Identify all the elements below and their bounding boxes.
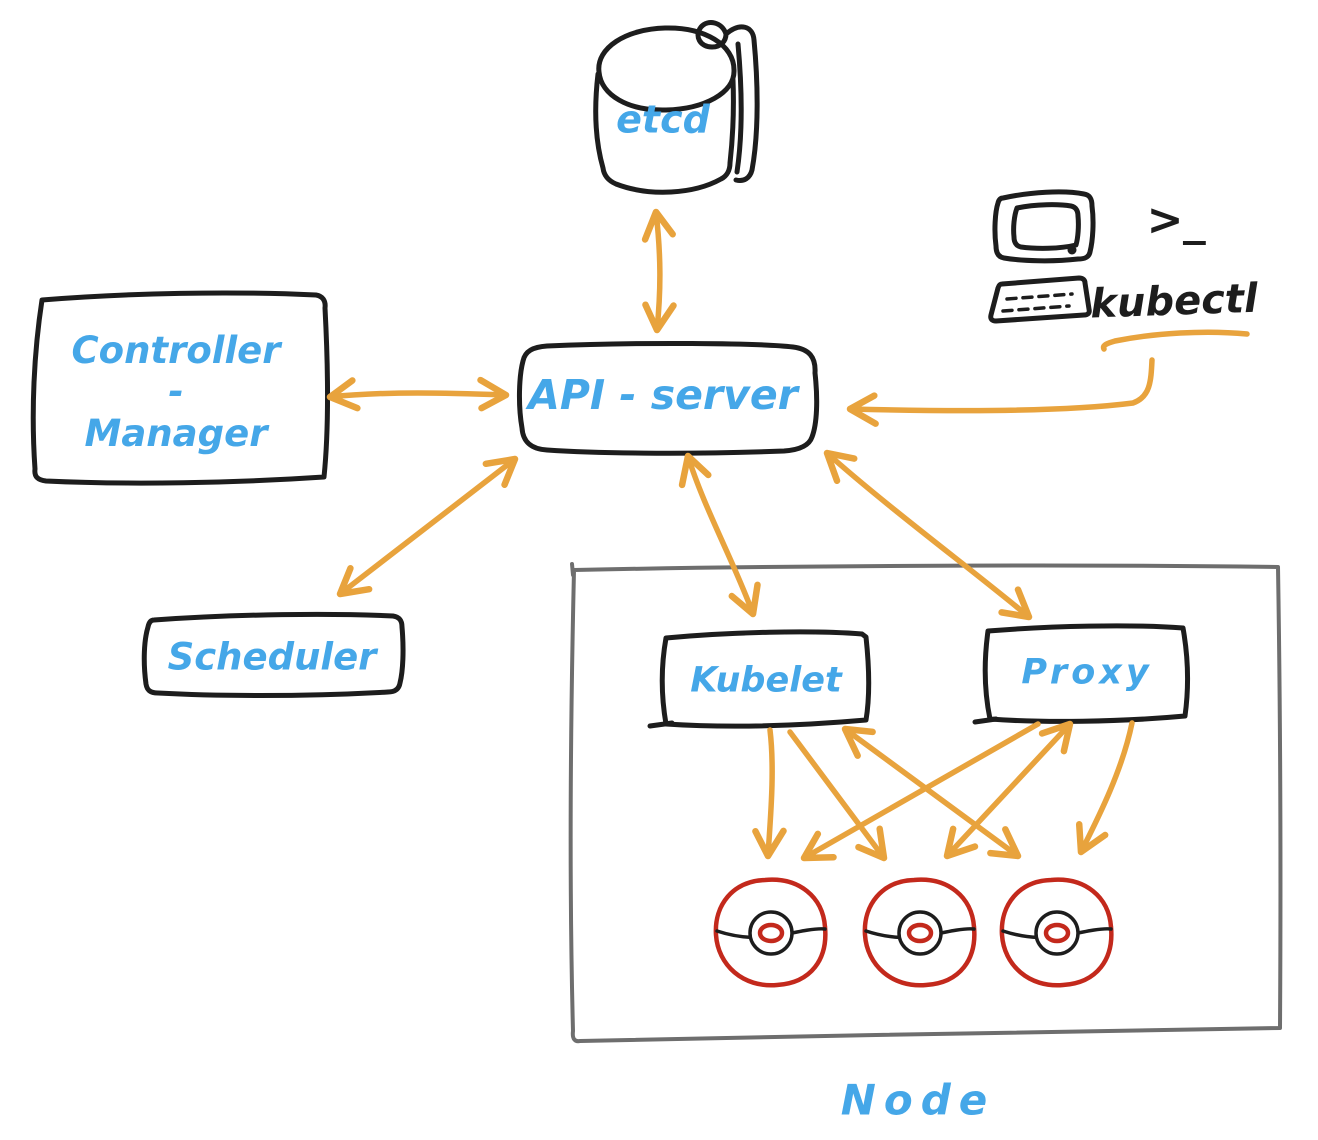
scheduler-box <box>141 611 406 698</box>
edge-etcd-api-server <box>641 208 677 334</box>
kubectl-label: kubectl <box>1089 275 1259 328</box>
edge-proxy-pod-3 <box>1075 720 1135 856</box>
terminal-prompt-label: >_ <box>1146 194 1206 246</box>
controller-manager-label: Controller - Manager <box>71 328 281 455</box>
proxy-box <box>982 623 1190 724</box>
kubelet-box-overshoot <box>647 720 675 729</box>
edge-kubelet-pod-1 <box>752 727 787 860</box>
controller-manager-box <box>30 290 330 486</box>
edge-scheduler-api-server <box>336 455 519 598</box>
controller-manager-line3: Manager <box>84 411 268 455</box>
node-box <box>568 562 1283 1044</box>
keyboard-keys-row2 <box>1001 304 1071 313</box>
edge-api-server-proxy <box>823 449 1033 621</box>
api-server-box <box>516 340 820 456</box>
edge-proxy-pod-1 <box>800 721 1041 862</box>
computer-icon <box>988 189 1096 324</box>
monitor-screen <box>1011 202 1081 251</box>
kubelet-box <box>659 629 872 729</box>
pod-1 <box>716 880 825 986</box>
kubelet-label: Kubelet <box>690 660 842 701</box>
etcd-label: etcd <box>616 97 710 142</box>
kubectl-underline <box>1100 329 1250 352</box>
controller-manager-line2: - <box>168 370 184 414</box>
keyboard-keys-row1 <box>1005 292 1074 301</box>
proxy-box-overshoot <box>972 716 999 725</box>
edge-controller-manager-api-server <box>326 376 510 412</box>
controller-manager-line1: Controller <box>71 328 281 372</box>
node-label: Node <box>840 1075 996 1125</box>
keyboard-icon <box>988 275 1092 324</box>
pod-2 <box>865 880 974 986</box>
scheduler-label: Scheduler <box>167 635 377 679</box>
edges <box>326 208 1250 862</box>
edge-kubectl-api-server <box>846 357 1155 427</box>
monitor-power-dot <box>1067 245 1077 255</box>
proxy-label: Proxy <box>1021 652 1153 693</box>
monitor-icon <box>992 189 1096 264</box>
etcd-cylinder-icon <box>593 20 760 195</box>
edge-api-server-kubelet <box>678 452 761 618</box>
pod-3 <box>1002 880 1111 986</box>
api-server-label: API - server <box>528 371 798 420</box>
edge-proxy-pod-2 <box>943 720 1074 860</box>
